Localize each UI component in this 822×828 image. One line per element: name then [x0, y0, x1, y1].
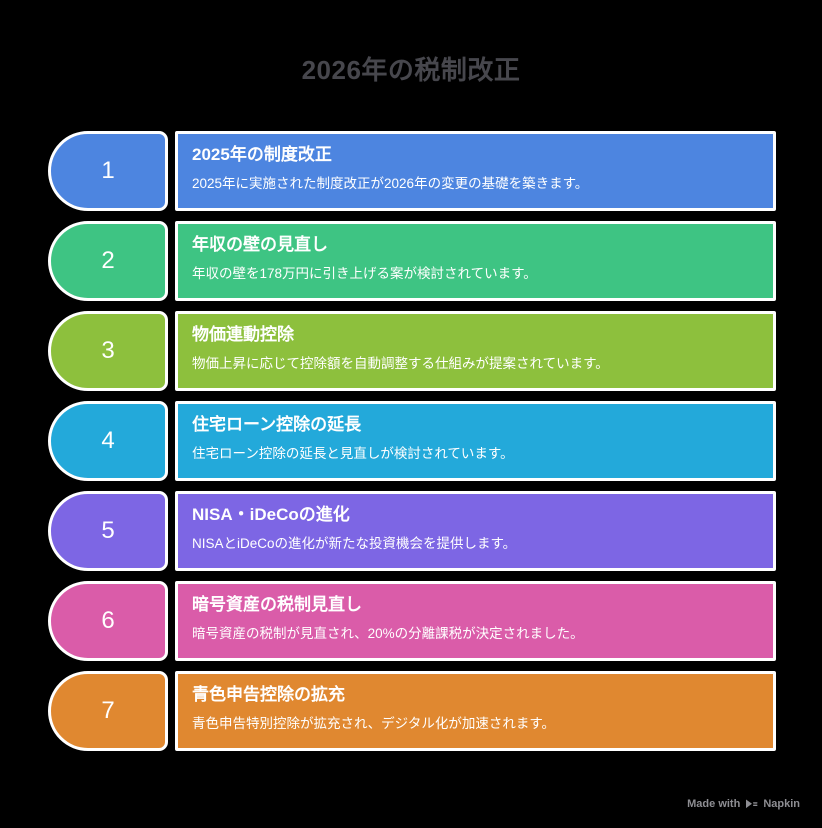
item-title: 2025年の制度改正 — [192, 145, 332, 164]
item-number: 5 — [101, 517, 115, 544]
item-number-badge: 5 — [48, 491, 168, 571]
item-content-bar: 暗号資産の税制見直し 暗号資産の税制が見直され、20%の分離課税が決定されました… — [175, 581, 776, 661]
list-item: 4 住宅ローン控除の延長 住宅ローン控除の延長と見直しが検討されています。 — [48, 401, 776, 481]
item-description: NISAとiDeCoの進化が新たな投資機会を提供します。 — [192, 536, 517, 552]
item-number: 4 — [101, 427, 115, 454]
item-number-badge: 6 — [48, 581, 168, 661]
item-number: 2 — [101, 247, 115, 274]
item-title: 物価連動控除 — [192, 325, 294, 344]
item-content-bar: 住宅ローン控除の延長 住宅ローン控除の延長と見直しが検討されています。 — [175, 401, 776, 481]
item-description: 物価上昇に応じて控除額を自動調整する仕組みが提案されています。 — [192, 356, 609, 372]
item-number-badge: 4 — [48, 401, 168, 481]
item-content-bar: NISA・iDeCoの進化 NISAとiDeCoの進化が新たな投資機会を提供しま… — [175, 491, 776, 571]
list-item: 5 NISA・iDeCoの進化 NISAとiDeCoの進化が新たな投資機会を提供… — [48, 491, 776, 571]
item-number: 3 — [101, 337, 115, 364]
item-number: 1 — [101, 157, 115, 184]
item-description: 青色申告特別控除が拡充され、デジタル化が加速されます。 — [192, 716, 556, 732]
list-item: 2 年収の壁の見直し 年収の壁を178万円に引き上げる案が検討されています。 — [48, 221, 776, 301]
item-number: 7 — [101, 697, 115, 724]
item-number-badge: 7 — [48, 671, 168, 751]
watermark-text: Made with — [687, 798, 741, 810]
list-item: 7 青色申告控除の拡充 青色申告特別控除が拡充され、デジタル化が加速されます。 — [48, 671, 776, 751]
item-description: 住宅ローン控除の延長と見直しが検討されています。 — [192, 446, 514, 462]
item-title: 暗号資産の税制見直し — [192, 595, 362, 614]
page-title: 2026年の税制改正 — [301, 55, 521, 85]
tax-reform-list: 1 2025年の制度改正 2025年に実施された制度改正が2026年の変更の基礎… — [48, 131, 776, 761]
napkin-logo-icon — [745, 798, 758, 810]
item-number: 6 — [101, 607, 115, 634]
item-number-badge: 2 — [48, 221, 168, 301]
item-content-bar: 青色申告控除の拡充 青色申告特別控除が拡充され、デジタル化が加速されます。 — [175, 671, 776, 751]
list-item: 6 暗号資産の税制見直し 暗号資産の税制が見直され、20%の分離課税が決定されま… — [48, 581, 776, 661]
item-content-bar: 2025年の制度改正 2025年に実施された制度改正が2026年の変更の基礎を築… — [175, 131, 776, 211]
item-description: 2025年に実施された制度改正が2026年の変更の基礎を築きます。 — [192, 176, 589, 192]
item-title: 住宅ローン控除の延長 — [192, 415, 362, 434]
item-title: NISA・iDeCoの進化 — [192, 505, 350, 524]
item-description: 年収の壁を178万円に引き上げる案が検討されています。 — [192, 266, 537, 282]
item-number-badge: 3 — [48, 311, 168, 391]
watermark-brand: Napkin — [763, 798, 800, 810]
list-item: 1 2025年の制度改正 2025年に実施された制度改正が2026年の変更の基礎… — [48, 131, 776, 211]
item-title: 年収の壁の見直し — [192, 235, 328, 254]
item-content-bar: 年収の壁の見直し 年収の壁を178万円に引き上げる案が検討されています。 — [175, 221, 776, 301]
item-title: 青色申告控除の拡充 — [192, 685, 345, 704]
watermark: Made with Napkin — [687, 798, 800, 810]
item-number-badge: 1 — [48, 131, 168, 211]
item-description: 暗号資産の税制が見直され、20%の分離課税が決定されました。 — [192, 626, 584, 642]
list-item: 3 物価連動控除 物価上昇に応じて控除額を自動調整する仕組みが提案されています。 — [48, 311, 776, 391]
item-content-bar: 物価連動控除 物価上昇に応じて控除額を自動調整する仕組みが提案されています。 — [175, 311, 776, 391]
